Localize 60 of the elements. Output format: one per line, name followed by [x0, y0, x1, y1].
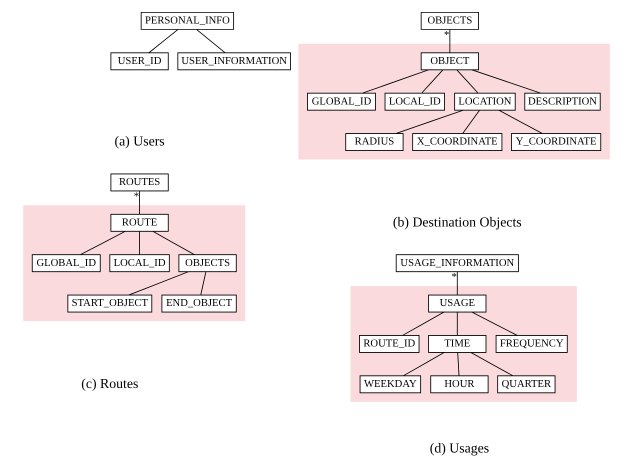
connector [456, 272, 458, 296]
node-box: QUARTER [496, 375, 555, 394]
connector [456, 352, 459, 376]
node-box: ROUTE_ID [358, 335, 419, 353]
node-box: WEEKDAY [359, 375, 421, 394]
node-box: OBJECT [420, 52, 478, 70]
node-box: TIME [428, 335, 486, 353]
connector [402, 352, 444, 376]
node-box: HOUR [430, 375, 488, 394]
node-box: USER_ID [110, 52, 168, 70]
connector [456, 70, 478, 94]
node-box: PERSONAL_INFO [140, 12, 234, 30]
connector [448, 29, 450, 53]
node-box: USAGE [428, 294, 486, 312]
connector [196, 29, 225, 54]
node-box: ROUTES [110, 173, 168, 192]
cluster [350, 286, 576, 402]
node-box: LOCATION [454, 92, 516, 111]
edge-label: * [133, 191, 139, 202]
label: (a) Users [114, 134, 164, 149]
label: (d) Usages [429, 440, 489, 456]
connector [462, 110, 480, 134]
label: (b) Destination Objects [392, 214, 522, 230]
node-box: GLOBAL_ID [306, 92, 376, 111]
node-box: ROUTE [110, 214, 168, 232]
node-box: FREQUENCY [495, 335, 568, 353]
connector [470, 352, 513, 376]
node-box: LOCAL_ID [384, 92, 444, 111]
connector [395, 110, 463, 134]
node-box: USER_INFORMATION [176, 52, 290, 70]
node-box: DESCRIPTION [524, 92, 600, 111]
node-box: GLOBAL_ID [31, 254, 100, 272]
connector [128, 271, 188, 296]
connector [420, 70, 443, 94]
cluster [298, 44, 610, 160]
connector [80, 230, 126, 255]
connector [471, 312, 517, 336]
node-box: LOCAL_ID [108, 254, 170, 272]
cluster [22, 205, 245, 322]
connector [200, 272, 206, 296]
connector [470, 69, 540, 94]
label: (c) Routes [80, 376, 138, 391]
node-box: OBJECTS [420, 12, 478, 30]
node-box: OBJECTS [178, 254, 236, 272]
connector [362, 69, 428, 94]
node-box: USAGE_INFORMATION [395, 254, 518, 272]
connector [148, 29, 178, 54]
edge-label: * [450, 272, 456, 284]
connector [152, 230, 194, 255]
connector [138, 231, 140, 255]
connector [402, 312, 444, 336]
connector [138, 190, 140, 214]
edge-label: * [444, 30, 449, 41]
node-box: START_OBJECT [66, 294, 152, 312]
node-box: END_OBJECT [160, 294, 236, 312]
connector [456, 312, 458, 336]
node-box: X_COORDINATE [412, 133, 502, 151]
node-box: RADIUS [344, 133, 404, 151]
node-box: Y_COORDINATE [510, 133, 601, 151]
connector [498, 110, 542, 134]
